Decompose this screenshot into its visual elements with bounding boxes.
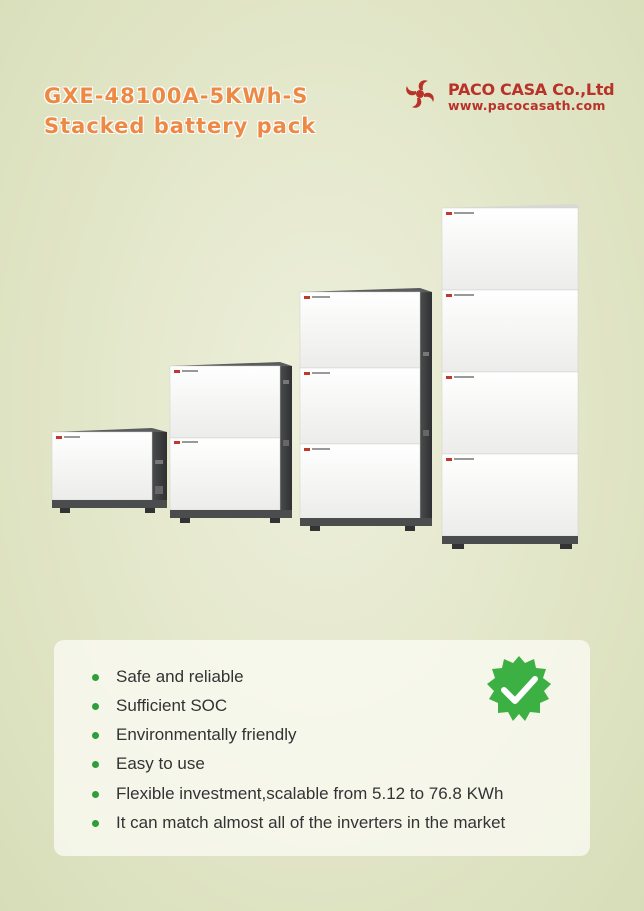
battery-unit-4-modules: [441, 204, 580, 549]
swirl-logo-icon: [406, 80, 434, 108]
bullet-icon: [92, 820, 99, 827]
page-subtitle: Stacked battery pack: [44, 114, 317, 138]
battery-unit-1-module: [51, 428, 167, 513]
feature-item: Environmentally friendly: [116, 725, 297, 744]
bullet-icon: [92, 703, 99, 710]
bullet-icon: [92, 761, 99, 768]
battery-stack-illustration: [51, 204, 580, 549]
page-title: GXE-48100A-5KWh-S: [44, 84, 309, 108]
check-badge-icon: [487, 656, 551, 721]
battery-unit-3-modules: [299, 288, 432, 531]
feature-item: Flexible investment,scalable from 5.12 t…: [116, 784, 504, 803]
company-website: www.pacocasath.com: [448, 98, 606, 113]
features-panel: Safe and reliable Sufficient SOC Environ…: [54, 640, 590, 856]
feature-item: Easy to use: [116, 754, 205, 773]
feature-item: It can match almost all of the inverters…: [116, 813, 506, 832]
feature-item: Safe and reliable: [116, 667, 244, 686]
feature-item: Sufficient SOC: [116, 696, 228, 715]
battery-unit-2-modules: [169, 362, 292, 523]
bullet-icon: [92, 674, 99, 681]
bullet-icon: [92, 791, 99, 798]
bullet-icon: [92, 732, 99, 739]
company-name: PACO CASA Co.,Ltd: [448, 80, 615, 99]
